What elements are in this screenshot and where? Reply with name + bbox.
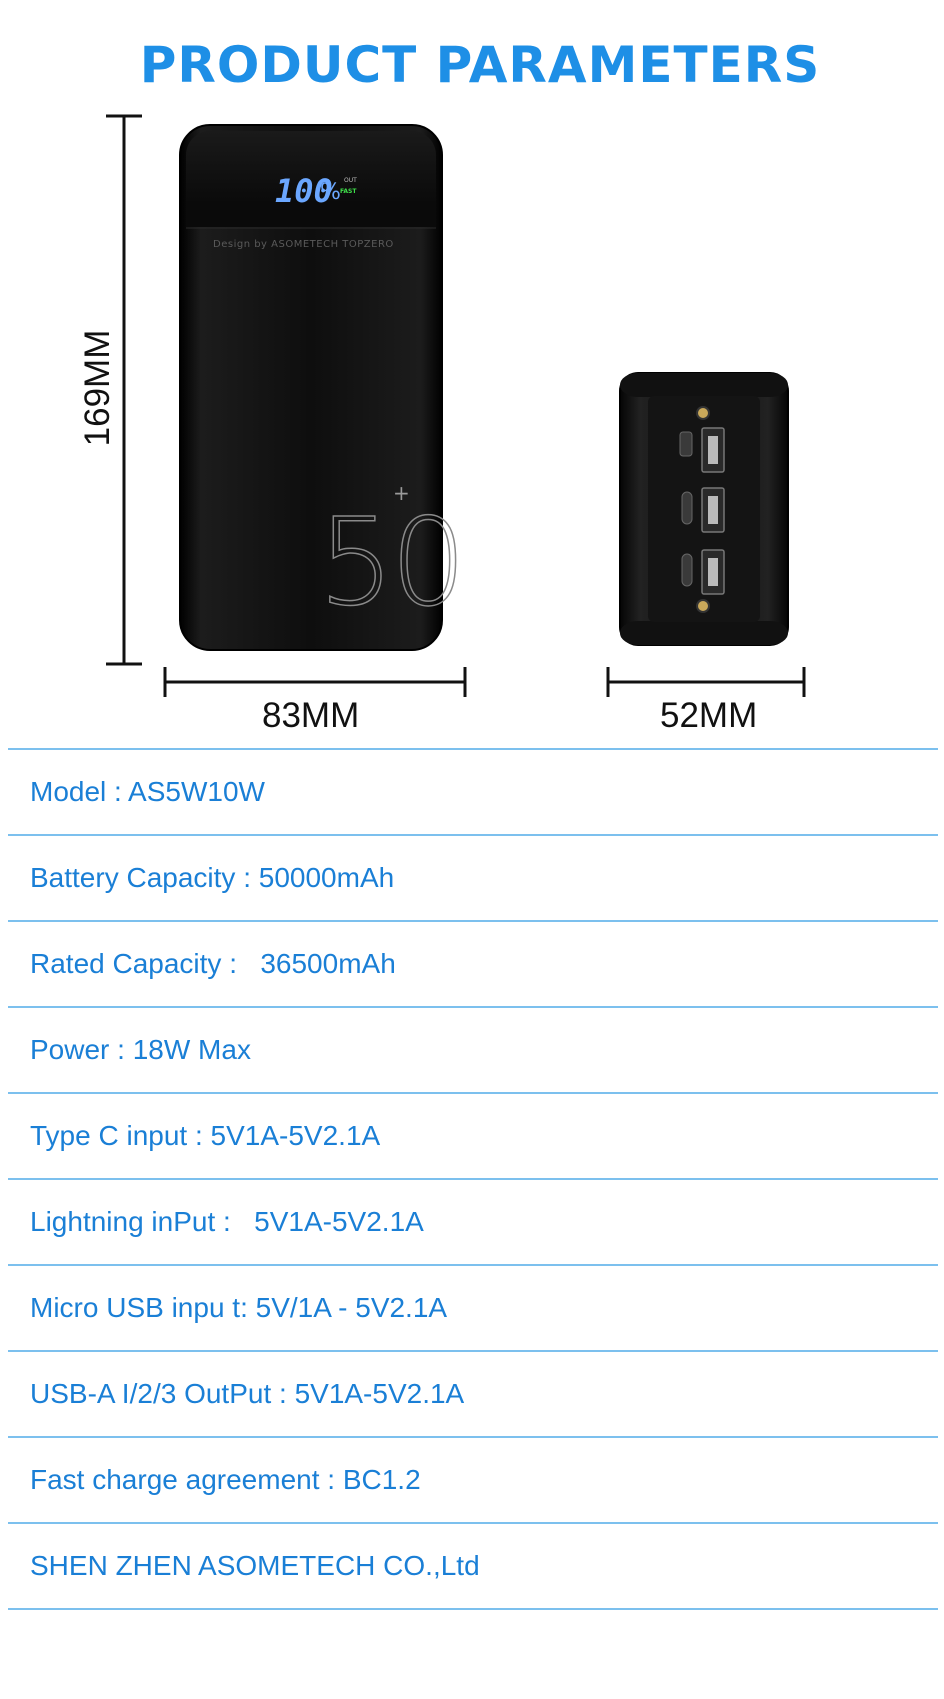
- table-top-divider: [8, 748, 938, 750]
- battery-percentage-display: 100: [275, 172, 333, 210]
- power-bank-side: [619, 372, 789, 646]
- display-out-indicator: OUT: [344, 177, 357, 184]
- depth-dimension-label: 52MM: [660, 696, 758, 735]
- spec-row-model: Model : AS5W10W: [8, 750, 938, 836]
- spec-type-c-input: Type C input : 5V1A-5V2.1A: [30, 1120, 381, 1151]
- type-c-port-icon: [681, 553, 693, 587]
- spec-row-rated-capacity: Rated Capacity : 36500mAh: [8, 922, 938, 1008]
- brand-text: Design by ASOMETECH TOPZERO: [213, 239, 394, 250]
- spec-model: Model : AS5W10W: [30, 776, 265, 807]
- display-fast-indicator: FAST: [340, 188, 357, 195]
- page-title: PRODUCT PARAMETERS: [139, 36, 821, 94]
- spec-fast-charge: Fast charge agreement : BC1.2: [30, 1464, 421, 1495]
- spec-micro-usb-input: Micro USB inpu t: 5V/1A - 5V2.1A: [30, 1292, 448, 1323]
- spec-rated-capacity: Rated Capacity : 36500mAh: [30, 948, 396, 979]
- spec-row-fast-charge: Fast charge agreement : BC1.2: [8, 1438, 938, 1524]
- power-bank-front: 100 % OUT FAST Design by ASOMETECH TOPZE…: [179, 124, 467, 651]
- spec-row-usb-a-output: USB-A I/2/3 OutPut : 5V1A-5V2.1A: [8, 1352, 938, 1438]
- spec-power: Power : 18W Max: [30, 1034, 251, 1065]
- width-dimension-label: 83MM: [262, 696, 360, 735]
- spec-usb-a-output: USB-A I/2/3 OutPut : 5V1A-5V2.1A: [30, 1378, 465, 1409]
- spec-row-micro-usb-input: Micro USB inpu t: 5V/1A - 5V2.1A: [8, 1266, 938, 1352]
- spec-lightning-input: Lightning inPut : 5V1A-5V2.1A: [30, 1206, 424, 1237]
- spec-row-battery-capacity: Battery Capacity : 50000mAh: [8, 836, 938, 922]
- lightning-port-icon: [681, 491, 693, 525]
- spec-row-power: Power : 18W Max: [8, 1008, 938, 1094]
- spec-row-type-c-input: Type C input : 5V1A-5V2.1A: [8, 1094, 938, 1180]
- svg-text:%: %: [320, 180, 341, 205]
- width-dimension-line: [163, 667, 467, 697]
- spec-table: Model : AS5W10W Battery Capacity : 50000…: [8, 750, 938, 1610]
- height-dimension-label: 169MM: [78, 329, 117, 447]
- micro-usb-port-icon: [679, 431, 693, 457]
- spec-row-lightning-input: Lightning inPut : 5V1A-5V2.1A: [8, 1180, 938, 1266]
- spec-row-manufacturer: SHEN ZHEN ASOMETECH CO.,Ltd: [8, 1524, 938, 1610]
- depth-dimension-line: [606, 667, 806, 697]
- product-illustration: 100 % OUT FAST Design by ASOMETECH TOPZE…: [106, 114, 806, 697]
- height-dimension-line: [106, 114, 142, 666]
- spec-manufacturer: SHEN ZHEN ASOMETECH CO.,Ltd: [30, 1550, 480, 1581]
- capacity-plus: +: [393, 481, 410, 505]
- capacity-mark: 50: [318, 494, 463, 633]
- spec-battery-capacity: Battery Capacity : 50000mAh: [30, 862, 395, 893]
